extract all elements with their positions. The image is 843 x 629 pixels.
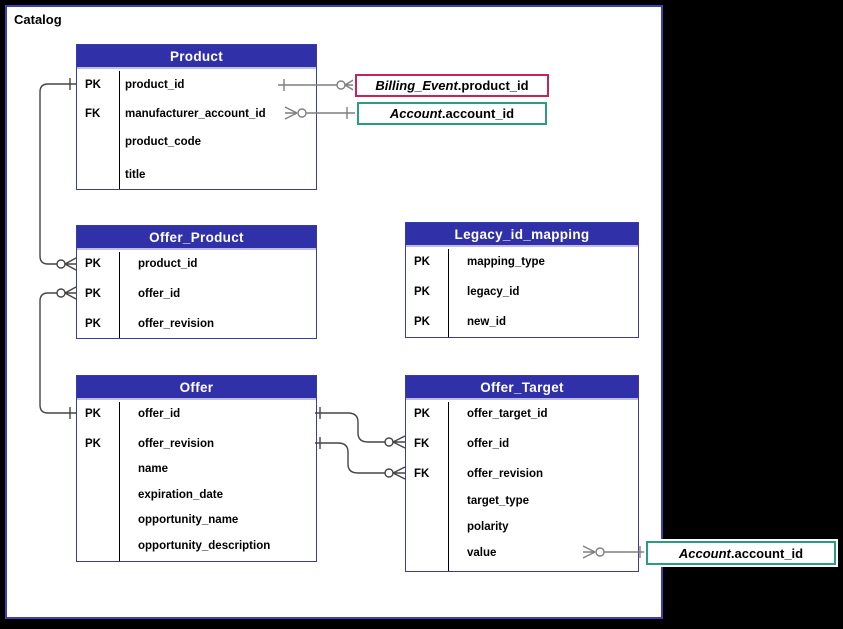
field-name: polarity — [467, 521, 509, 533]
key-label: PK — [85, 408, 101, 420]
external-ref-account-account-id-bottom[interactable]: Account.account_id — [646, 541, 836, 565]
key-label: PK — [85, 438, 101, 450]
field-name: offer_revision — [467, 468, 544, 480]
field-name: product_id — [125, 79, 185, 91]
key-label: FK — [414, 468, 430, 480]
field-name: new_id — [467, 316, 506, 328]
key-column-divider — [119, 402, 121, 561]
field-name: value — [467, 547, 497, 559]
field-name: target_type — [467, 495, 529, 507]
key-label: PK — [414, 256, 430, 268]
external-field-name: .product_id — [457, 78, 529, 93]
field-name: mapping_type — [467, 256, 545, 268]
table-header: Offer — [77, 376, 316, 400]
key-label: PK — [85, 258, 101, 270]
field-name: title — [125, 169, 146, 181]
table-header: Offer_Product — [77, 226, 316, 250]
external-field-name: .account_id — [441, 106, 515, 121]
field-name: offer_revision — [138, 318, 215, 330]
field-name: opportunity_description — [138, 540, 271, 552]
field-name: offer_id — [467, 438, 510, 450]
field-name: offer_revision — [138, 438, 215, 450]
field-name: opportunity_name — [138, 514, 239, 526]
field-name: offer_target_id — [467, 408, 548, 420]
external-entity-name: Account — [389, 106, 442, 121]
external-ref-account-account-id-top[interactable]: Account.account_id — [357, 102, 547, 125]
external-entity-name: Account — [678, 545, 731, 561]
key-label: PK — [85, 79, 101, 91]
key-column-divider — [119, 252, 121, 338]
key-label: FK — [85, 108, 101, 120]
key-column-divider — [119, 71, 121, 189]
field-name: name — [138, 463, 169, 475]
field-name: product_id — [138, 258, 198, 270]
key-label: PK — [414, 408, 430, 420]
diagram-title: Catalog — [14, 12, 62, 27]
field-name: manufacturer_account_id — [125, 108, 266, 120]
key-label: PK — [414, 286, 430, 298]
key-label: PK — [85, 318, 101, 330]
field-name: legacy_id — [467, 286, 520, 298]
field-name: product_code — [125, 136, 202, 148]
key-label: PK — [414, 316, 430, 328]
field-name: offer_id — [138, 408, 181, 420]
external-entity-name: Billing_Event — [375, 78, 458, 93]
field-name: expiration_date — [138, 489, 223, 501]
key-column-divider — [448, 402, 450, 571]
external-field-name: .account_id — [730, 545, 804, 561]
key-label: FK — [414, 438, 430, 450]
external-ref-billing-event-product-id[interactable]: Billing_Event.product_id — [355, 74, 549, 97]
key-column-divider — [448, 249, 450, 337]
table-header: Offer_Target — [406, 376, 638, 400]
field-name: offer_id — [138, 288, 181, 300]
table-header: Legacy_id_mapping — [406, 223, 638, 247]
key-label: PK — [85, 288, 101, 300]
table-header: Product — [77, 45, 316, 69]
